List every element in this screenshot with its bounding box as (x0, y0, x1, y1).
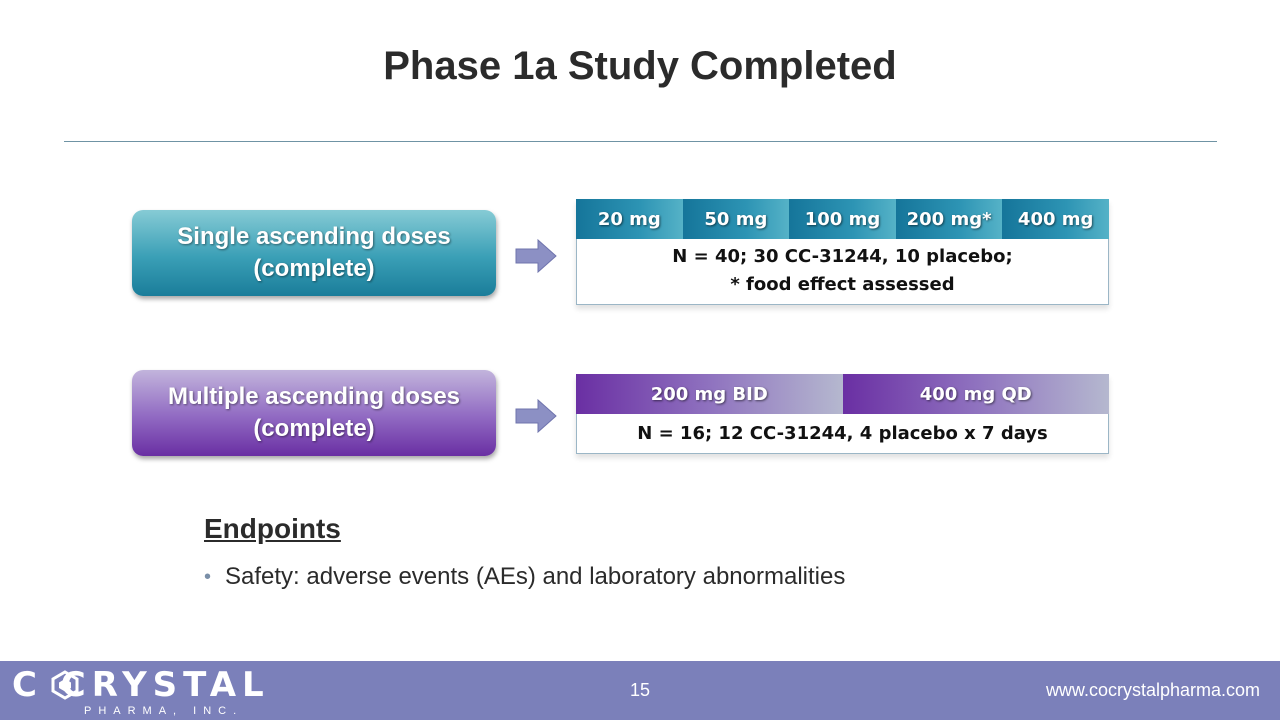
title-divider (64, 141, 1217, 142)
page-number: 15 (629, 680, 651, 700)
footer-bar: C CRYSTAL PHARMA, INC. 15 www.cocrystalp… (0, 661, 1280, 720)
dose-cell: 20 mg (576, 199, 683, 239)
right-arrow-icon (514, 398, 558, 434)
logo-subtext: PHARMA, INC. (84, 705, 244, 717)
single-ascending-dose-table: 20 mg 50 mg 100 mg 200 mg* 400 mg N = 40… (576, 199, 1109, 305)
multiple-ascending-dose-table: 200 mg BID 400 mg QD N = 16; 12 CC-31244… (576, 374, 1109, 454)
bullet-icon: • (204, 565, 212, 588)
right-arrow-icon (514, 238, 558, 274)
multiple-ascending-label-line1: Multiple ascending doses (167, 383, 461, 410)
endpoint-list-item: • Safety: adverse events (AEs) and labor… (204, 563, 845, 591)
cocrystal-logo: C CRYSTAL PHARMA, INC. (12, 665, 274, 717)
crystal-gem-icon (51, 670, 79, 700)
single-ascending-note-line1: N = 40; 30 CC-31244, 10 placebo; (672, 246, 1013, 267)
website-link[interactable]: www.cocrystalpharma.com (1045, 680, 1260, 700)
single-ascending-label-line1: Single ascending doses (177, 223, 451, 250)
single-ascending-label-line2: (complete) (253, 255, 375, 282)
multiple-ascending-label-line2: (complete) (253, 415, 375, 442)
endpoints-heading: Endpoints (204, 513, 341, 544)
multiple-ascending-note: N = 16; 12 CC-31244, 4 placebo x 7 days (576, 414, 1109, 454)
dose-cell: 50 mg (682, 199, 790, 239)
multiple-ascending-dose-header: 200 mg BID 400 mg QD (576, 374, 1109, 414)
single-ascending-dose-header: 20 mg 50 mg 100 mg 200 mg* 400 mg (576, 199, 1109, 239)
single-ascending-note-line2: * food effect assessed (730, 274, 955, 295)
dose-cell: 200 mg* (895, 199, 1003, 239)
dose-cell: 400 mg QD (842, 374, 1109, 414)
dose-cell: 400 mg (1002, 199, 1109, 239)
single-ascending-note: N = 40; 30 CC-31244, 10 placebo; * food … (576, 239, 1109, 305)
dose-cell: 200 mg BID (576, 374, 843, 414)
dose-cell: 100 mg (789, 199, 896, 239)
endpoint-text: Safety: adverse events (AEs) and laborat… (225, 563, 846, 590)
single-ascending-doses-label: Single ascending doses (complete) (132, 210, 496, 296)
slide-title: Phase 1a Study Completed (383, 44, 897, 88)
multiple-ascending-doses-label: Multiple ascending doses (complete) (132, 370, 496, 456)
